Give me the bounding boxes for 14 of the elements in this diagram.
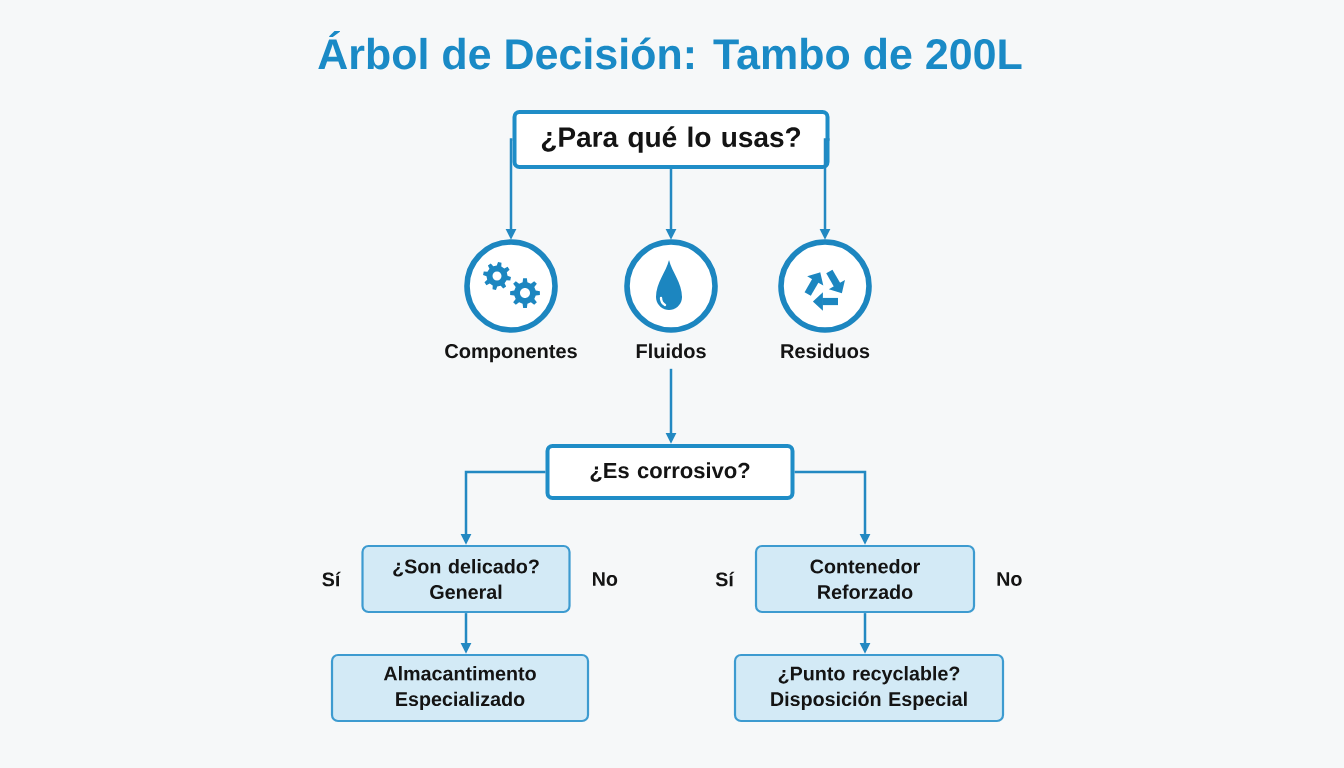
branch-label: No (997, 572, 1022, 586)
category-label: Componentes (445, 344, 577, 363)
outcome-box: ¿Son delicado? General (361, 544, 571, 614)
outcome-box: ¿Punto recyclable? Disposición Especial (733, 653, 1005, 723)
outcome-box: Contenedor Reforzado (754, 544, 976, 614)
category-label: Fluidos (636, 343, 706, 359)
question-box: ¿Es corrosivo? (545, 444, 795, 500)
question-box: ¿Para qué lo usas? (512, 110, 830, 169)
branch-label: No (593, 572, 618, 586)
branch-label: Sí (322, 571, 341, 587)
category-label: Residuos (781, 343, 870, 359)
title: Árbol de Decisión: Tambo de 200L (318, 30, 1022, 70)
branch-label: Sí (715, 571, 735, 587)
outcome-box: Almacantimento Especializado (330, 653, 590, 723)
